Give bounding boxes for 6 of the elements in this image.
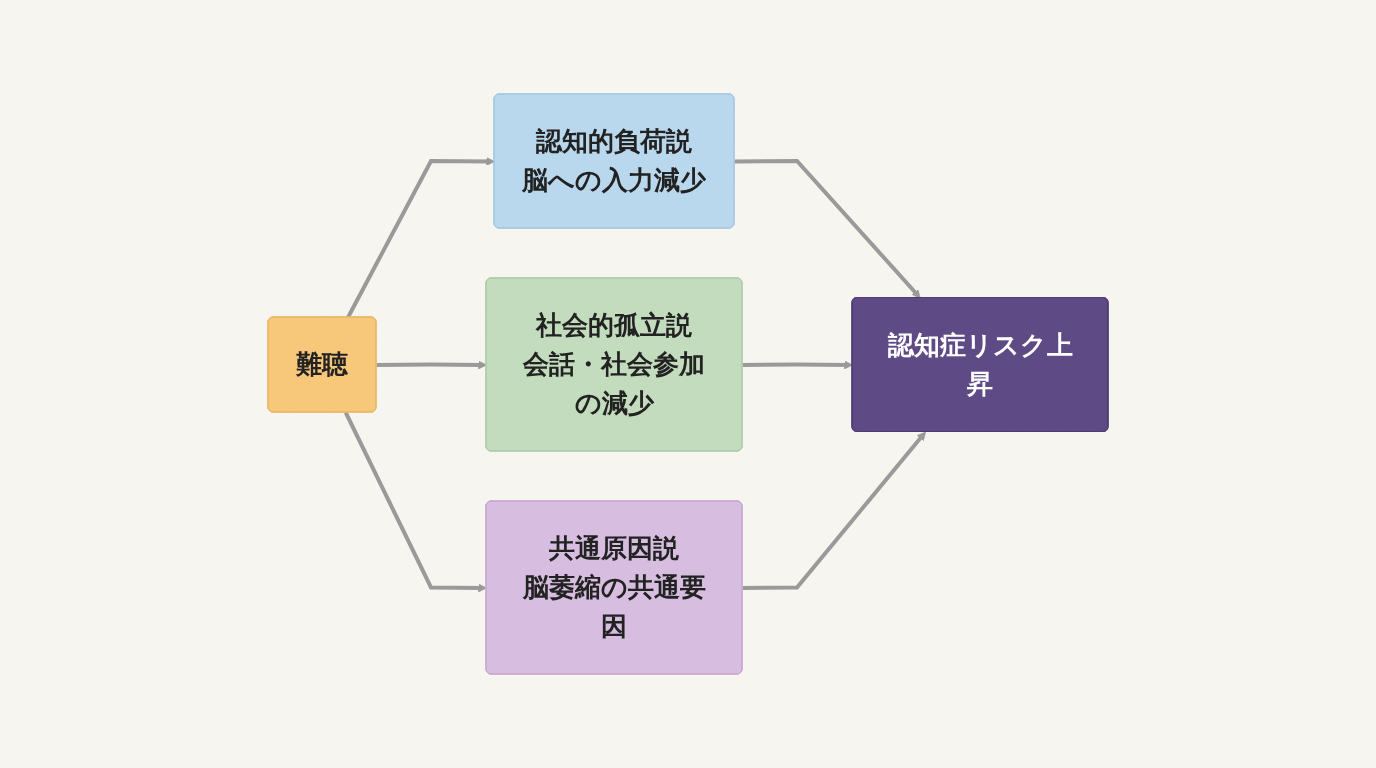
arrow (343, 411, 487, 593)
arrow (742, 431, 926, 590)
arrow (742, 360, 853, 370)
arrow (734, 159, 921, 299)
arrow (346, 157, 495, 319)
arrow (376, 360, 487, 370)
